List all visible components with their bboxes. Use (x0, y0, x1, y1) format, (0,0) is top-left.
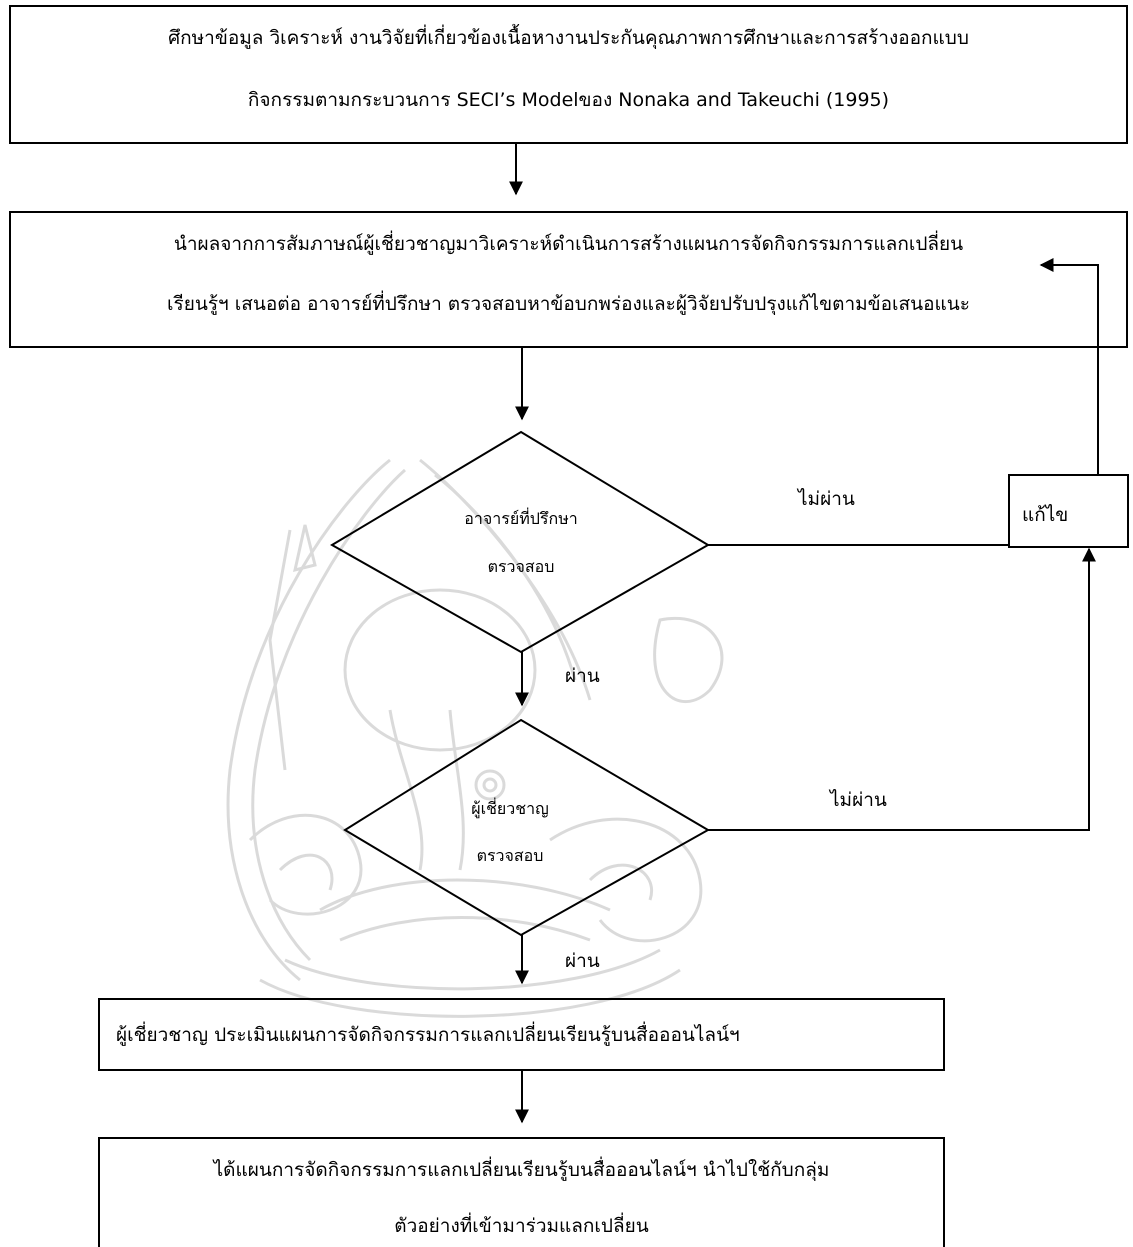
step3-box: ผู้เชี่ยวชาญ ประเมินแผนการจัดกิจกรรมการแ… (98, 998, 945, 1071)
decision2-line1: ผู้เชี่ยวชาญ (471, 799, 549, 818)
step2-line2: เรียนรู้ฯ เสนอต่อ อาจารย์ที่ปรึกษา ตรวจส… (167, 293, 970, 315)
step4-box: ได้แผนการจัดกิจกรรมการแลกเปลี่ยนเรียนรู้… (98, 1137, 945, 1247)
pass-label-1: ผ่าน (565, 665, 600, 687)
step4-line1: ได้แผนการจัดกิจกรรมการแลกเปลี่ยนเรียนรู้… (213, 1159, 830, 1181)
fail-label-2: ไม่ผ่าน (830, 789, 887, 811)
step3-text: ผู้เชี่ยวชาญ ประเมินแผนการจัดกิจกรรมการแ… (116, 1024, 740, 1046)
arrow-fix-to-step2 (1039, 258, 1099, 474)
decision1-line1: อาจารย์ที่ปรึกษา (464, 509, 578, 528)
pass-label-2: ผ่าน (565, 950, 600, 972)
step2-box: นำผลจากการสัมภาษณ์ผู้เชี่ยวชาญมาวิเคราะห… (9, 211, 1128, 348)
step1-box: ศึกษาข้อมูล วิเคราะห์ งานวิจัยที่เกี่ยวข… (9, 5, 1128, 144)
step1-line2: กิจกรรมตามกระบวนการ SECI’s Modelของ Nona… (247, 89, 890, 111)
decision2-line2: ตรวจสอบ (476, 846, 544, 865)
decision2-diamond (343, 718, 711, 937)
decision1-diamond (330, 430, 710, 654)
arrow-decision2-to-fix (708, 547, 1096, 831)
decision1-line2: ตรวจสอบ (487, 557, 555, 576)
university-seal-watermark (226, 458, 724, 1018)
step1-line1: ศึกษาข้อมูล วิเคราะห์ งานวิจัยที่เกี่ยวข… (168, 27, 969, 49)
step4-line2: ตัวอย่างที่เข้ามาร่วมแลกเปลี่ยน (394, 1215, 649, 1237)
step2-line1: นำผลจากการสัมภาษณ์ผู้เชี่ยวชาญมาวิเคราะห… (173, 233, 964, 255)
fail-label-1: ไม่ผ่าน (798, 488, 855, 510)
fix-box-label: แก้ไข (1022, 504, 1069, 526)
fix-box: แก้ไข (1008, 474, 1129, 548)
